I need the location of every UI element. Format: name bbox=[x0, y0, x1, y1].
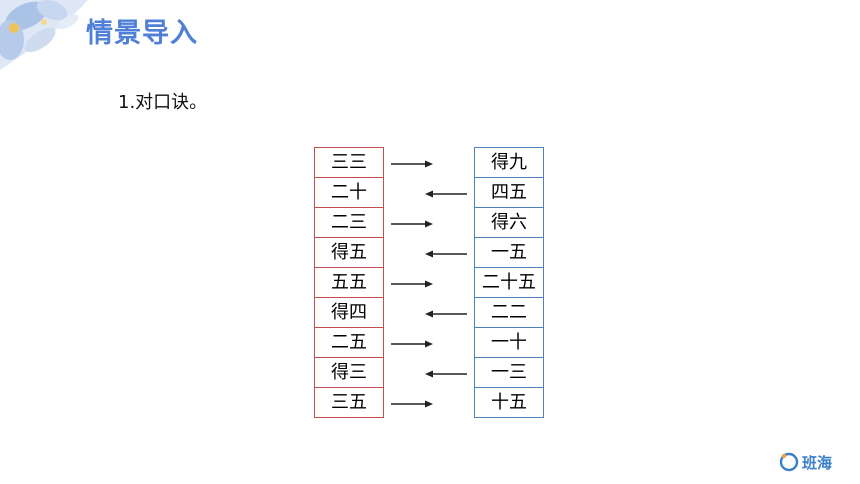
right-item: 二二 bbox=[474, 297, 544, 328]
page-title: 情景导入 bbox=[86, 18, 198, 49]
right-item: 得九 bbox=[474, 147, 544, 178]
left-item: 二三 bbox=[314, 207, 384, 238]
banhai-logo: 班海 bbox=[778, 449, 832, 475]
right-item: 得六 bbox=[474, 207, 544, 238]
arrow-right bbox=[391, 280, 433, 288]
left-item: 得四 bbox=[314, 297, 384, 328]
instruction-text: 1.对口诀。 bbox=[118, 92, 208, 113]
left-item: 二十 bbox=[314, 177, 384, 208]
arrow-right bbox=[391, 340, 433, 348]
left-item: 三五 bbox=[314, 387, 384, 418]
arrow-left bbox=[425, 250, 467, 258]
left-item: 得三 bbox=[314, 357, 384, 388]
arrow-right bbox=[391, 400, 433, 408]
right-item: 一十 bbox=[474, 327, 544, 358]
left-item: 二五 bbox=[314, 327, 384, 358]
logo-text: 班海 bbox=[802, 453, 833, 472]
arrow-left bbox=[425, 310, 467, 318]
left-item: 五五 bbox=[314, 267, 384, 298]
left-column: 三三 二十 二三 得五 五五 得四 二五 得三 三五 bbox=[314, 147, 384, 418]
right-item: 一五 bbox=[474, 237, 544, 268]
right-column: 得九 四五 得六 一五 二十五 二二 一十 一三 十五 bbox=[474, 147, 544, 418]
arrow-right bbox=[391, 220, 433, 228]
left-item: 三三 bbox=[314, 147, 384, 178]
right-item: 十五 bbox=[474, 387, 544, 418]
right-item: 二十五 bbox=[474, 267, 544, 298]
arrow-right bbox=[391, 160, 433, 168]
logo-icon bbox=[779, 452, 799, 472]
right-item: 一三 bbox=[474, 357, 544, 388]
left-item: 得五 bbox=[314, 237, 384, 268]
flower-decoration bbox=[0, 0, 88, 70]
arrow-left bbox=[425, 370, 467, 378]
right-item: 四五 bbox=[474, 177, 544, 208]
arrow-column bbox=[391, 160, 467, 408]
arrow-left bbox=[425, 190, 467, 198]
